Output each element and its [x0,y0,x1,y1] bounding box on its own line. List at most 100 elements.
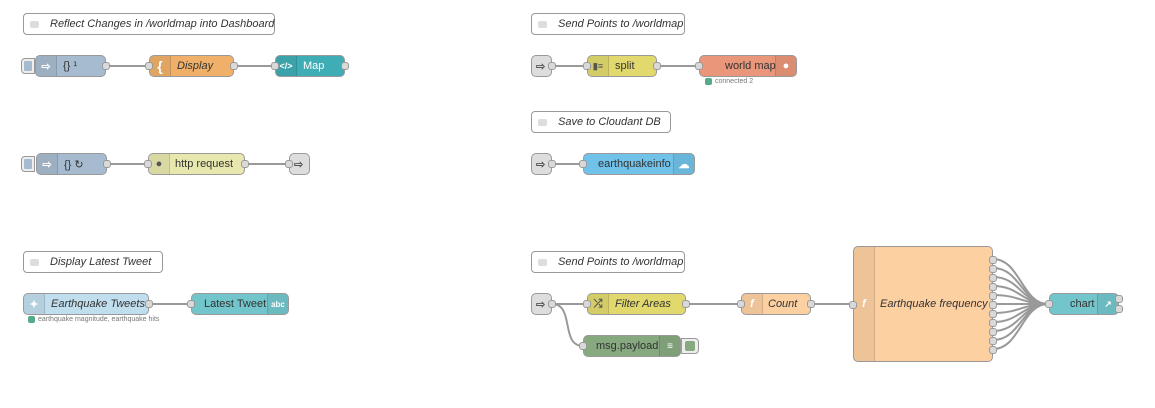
template-node-display[interactable]: { Display [145,55,238,77]
function-node-count[interactable]: f Count [737,293,815,315]
cloudant-node-earthquakeinfo[interactable]: earthquakeinfo ☁ [579,153,695,175]
link-in-node[interactable]: ⇨ [531,153,556,175]
node-label: world map [725,60,776,72]
output-port[interactable] [341,62,349,70]
globe-icon: ● [149,154,170,174]
output-port[interactable] [989,301,997,309]
link-arrow-icon: ⇨ [536,60,546,73]
comment-send-points-1[interactable]: Send Points to /worldmap [531,13,685,35]
link-in-node[interactable]: ⇨ [531,55,556,77]
status-dot [28,316,35,323]
input-port[interactable] [144,160,152,168]
ui-chart-node[interactable]: chart ↗ [1045,293,1123,315]
output-port[interactable] [102,62,110,70]
output-port[interactable] [989,265,997,273]
input-port[interactable] [1045,300,1053,308]
link-out-node[interactable]: ⇨ [285,153,310,175]
globe-icon: ● [775,56,796,76]
output-port[interactable] [103,160,111,168]
switch-node-filter-areas[interactable]: ⤮ Filter Areas [583,293,690,315]
function-node-earthquake-frequency[interactable]: f Earthquake frequency [849,246,997,362]
node-label: chart [1070,298,1095,310]
output-port[interactable] [989,274,997,282]
node-label: split [615,60,635,72]
link-arrow-icon: ⇨ [536,298,546,311]
comment-label: Reflect Changes in /worldmap into Dashbo… [50,18,275,30]
curly-brace-icon: { [150,56,171,76]
output-port[interactable] [1115,305,1123,313]
output-port[interactable] [807,300,815,308]
output-port[interactable] [989,319,997,327]
input-port[interactable] [187,300,195,308]
chart-icon: ↗ [1097,294,1118,314]
comment-reflect-changes[interactable]: Reflect Changes in /worldmap into Dashbo… [23,13,275,35]
code-icon: </> [276,56,297,76]
node-label: Display [177,60,214,72]
comment-icon [532,112,552,132]
output-port[interactable] [145,300,153,308]
input-port[interactable] [579,342,587,350]
output-port[interactable] [682,300,690,308]
output-port[interactable] [989,256,997,264]
output-port[interactable] [989,292,997,300]
debug-node-msg-payload[interactable]: msg.payload ≡ [579,335,681,357]
output-port[interactable] [1115,295,1123,303]
node-label: {} ¹ [63,60,78,72]
function-icon: f [742,294,763,314]
wire [992,294,1049,305]
wire [992,303,1049,350]
output-port[interactable] [241,160,249,168]
input-port[interactable] [695,62,703,70]
input-port[interactable] [145,62,153,70]
output-port[interactable] [548,62,556,70]
node-label: earthquakeinfo [598,158,671,170]
input-port[interactable] [583,62,591,70]
inject-arrow-icon: ⇨ [37,154,58,174]
comment-label: Display Latest Tweet [50,256,152,268]
inject-arrow-icon: ⇨ [36,56,57,76]
output-port[interactable] [230,62,238,70]
output-port[interactable] [989,346,997,354]
comment-label: Save to Cloudant DB [558,116,661,128]
shuffle-icon: ⤮ [588,294,609,314]
inject-button[interactable] [21,156,35,172]
status-dot [705,78,712,85]
node-label: Earthquake Tweets [51,298,145,310]
input-port[interactable] [271,62,279,70]
comment-save-cloudant[interactable]: Save to Cloudant DB [531,111,671,133]
debug-toggle-button[interactable] [681,338,699,354]
comment-display-latest-tweet[interactable]: Display Latest Tweet [23,251,163,273]
output-port[interactable] [548,300,556,308]
link-arrow-icon: ⇨ [536,158,546,171]
comment-icon [24,252,44,272]
output-port[interactable] [989,283,997,291]
cloud-icon: ☁ [673,154,694,174]
link-in-node[interactable]: ⇨ [531,293,556,315]
output-port[interactable] [989,310,997,318]
http-request-node[interactable]: ● http request [144,153,249,175]
inject-node-1[interactable]: ⇨ {} ¹ [35,55,110,77]
output-port[interactable] [653,62,661,70]
ui-text-node-latest-tweet[interactable]: Latest Tweet abc [187,293,289,315]
inject-node-2[interactable]: ⇨ {} ↻ [36,153,111,175]
comment-label: Send Points to /worldmap [558,18,684,30]
twitter-status: earthquake magnitude, earthquake hits [28,316,159,323]
split-icon: ▮≡ [588,56,609,76]
twitter-bird-icon: ✦ [24,294,45,314]
input-port[interactable] [285,160,293,168]
comment-send-points-2[interactable]: Send Points to /worldmap [531,251,685,273]
worldmap-node[interactable]: world map ● [695,55,797,77]
output-port[interactable] [989,328,997,336]
inject-button[interactable] [21,58,35,74]
input-port[interactable] [583,300,591,308]
input-port[interactable] [849,301,857,309]
output-port[interactable] [989,337,997,345]
twitter-node-earthquake-tweets[interactable]: ✦ Earthquake Tweets [23,293,153,315]
input-port[interactable] [579,160,587,168]
ui-template-node-map[interactable]: </> Map [271,55,349,77]
output-port[interactable] [548,160,556,168]
split-node[interactable]: ▮≡ split [583,55,661,77]
input-port[interactable] [737,300,745,308]
worldmap-status: connected 2 [705,78,753,85]
